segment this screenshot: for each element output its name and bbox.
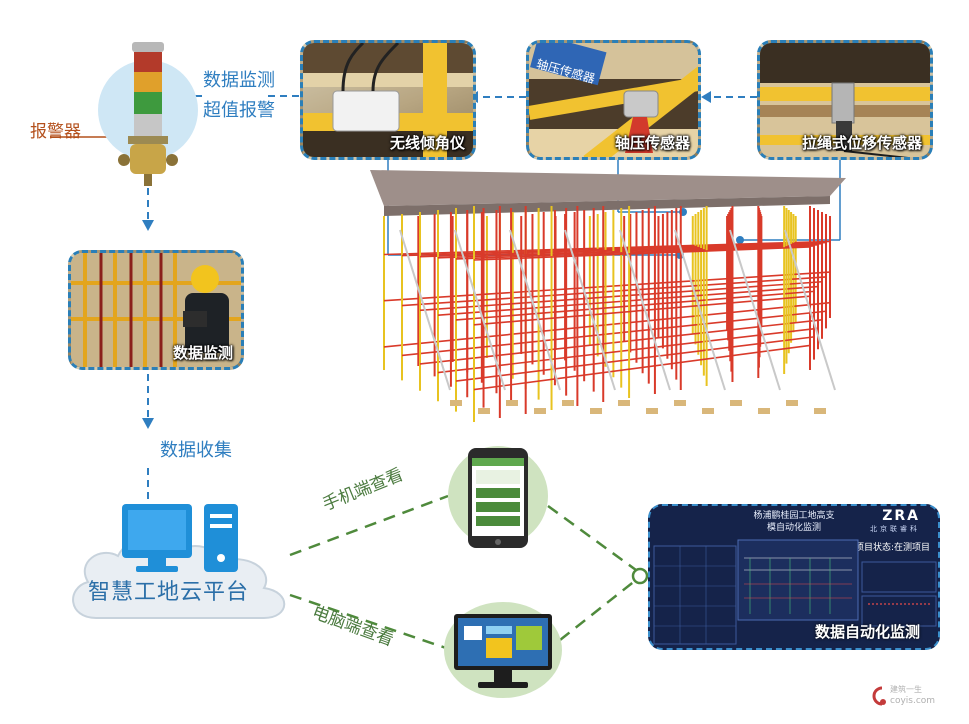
scaffold-base-pad — [450, 400, 462, 406]
scaffold-base-pad — [786, 400, 798, 406]
axial-sensor-caption: 轴压传感器 — [614, 134, 690, 152]
dashboard-caption: 数据自动化监测 — [814, 623, 920, 641]
scaffold-base-pad — [478, 408, 490, 414]
alarm-label: 报警器 — [30, 122, 81, 142]
scaffold-brace — [509, 229, 561, 391]
data-collect-label: 数据收集 — [160, 440, 232, 461]
scaffold-ledger — [473, 295, 811, 326]
inclinometer-photo: 无线倾角仪 — [300, 40, 476, 160]
scaffold-brace — [619, 229, 671, 391]
watermark-text-url: coyis.com — [890, 696, 936, 706]
field-monitoring-photo: 数据监测 — [68, 250, 244, 370]
scaffold-ledger — [437, 327, 819, 374]
scaffold-brace — [674, 229, 726, 391]
scaffold-brace — [784, 229, 836, 391]
displacement-sensor-photo: 拉绳式位移传感器 — [757, 40, 933, 160]
watermark-text-cn: 建筑一生 — [890, 685, 922, 694]
dashboard-status: 项目状态:在测项目 — [854, 543, 930, 553]
scaffold-brace — [564, 229, 616, 391]
inclinometer-caption: 无线倾角仪 — [389, 134, 465, 152]
scaffold-base-pad — [534, 408, 546, 414]
scaffold-ledger — [383, 240, 831, 256]
dashboard-title-2: 模自动化监测 — [766, 523, 821, 533]
monitoring-dashboard: 杨浦鹏桂园工地高支 模自动化监测 ZRA 北京联睿科 项目状态:在测项目 数据自… — [648, 504, 940, 650]
scaffold-base-pad — [730, 400, 742, 406]
scaffold-base-pad — [674, 400, 686, 406]
axial-sensor-photo: 轴压传感器 轴压传感器 — [526, 40, 701, 160]
displacement-sensor-caption: 拉绳式位移传感器 — [801, 134, 922, 152]
dashboard-title-1: 杨浦鹏桂园工地高支 — [753, 511, 835, 521]
scaffold-brace — [399, 229, 451, 391]
scaffold-base-pad — [646, 408, 658, 414]
scaffold-ledger — [455, 245, 815, 260]
overlimit-alarm-label: 超值报警 — [203, 100, 275, 121]
scaffold-base-pad — [618, 400, 630, 406]
scaffold-ledger — [455, 290, 815, 321]
scaffold-base-pad — [562, 400, 574, 406]
scaffold-ledger — [473, 344, 811, 391]
dashboard-logo: ZRA — [882, 508, 920, 524]
smartphone-icon — [468, 448, 528, 548]
alarm-icon — [118, 42, 178, 186]
scaffold-ledger — [437, 244, 819, 259]
scaffold-ledger — [455, 336, 815, 382]
scaffold-brace — [454, 229, 506, 391]
desktop-monitor-icon — [454, 614, 552, 688]
dashboard-panels — [653, 539, 937, 645]
scaffold-base-pad — [590, 408, 602, 414]
scaffold-base-pad — [814, 408, 826, 414]
cloud-platform-label: 智慧工地云平台 — [88, 580, 250, 605]
dashboard-company: 北京联睿科 — [870, 525, 920, 533]
scaffold-base-pad — [758, 408, 770, 414]
field-monitoring-caption: 数据监测 — [172, 344, 233, 362]
scaffold-ledger — [437, 285, 819, 316]
scaffold-base-pad — [506, 400, 518, 406]
scaffold-base-pad — [702, 408, 714, 414]
monitoring-label: 数据监测 — [203, 70, 275, 91]
scaffold-brace — [729, 229, 781, 391]
scaffold-ledger — [383, 271, 831, 302]
scaffold-model — [370, 170, 846, 422]
cloud-icon — [72, 504, 286, 619]
formwork-slab — [370, 170, 846, 206]
scaffold-ledger — [473, 246, 811, 261]
watermark-logo-icon — [872, 686, 886, 706]
